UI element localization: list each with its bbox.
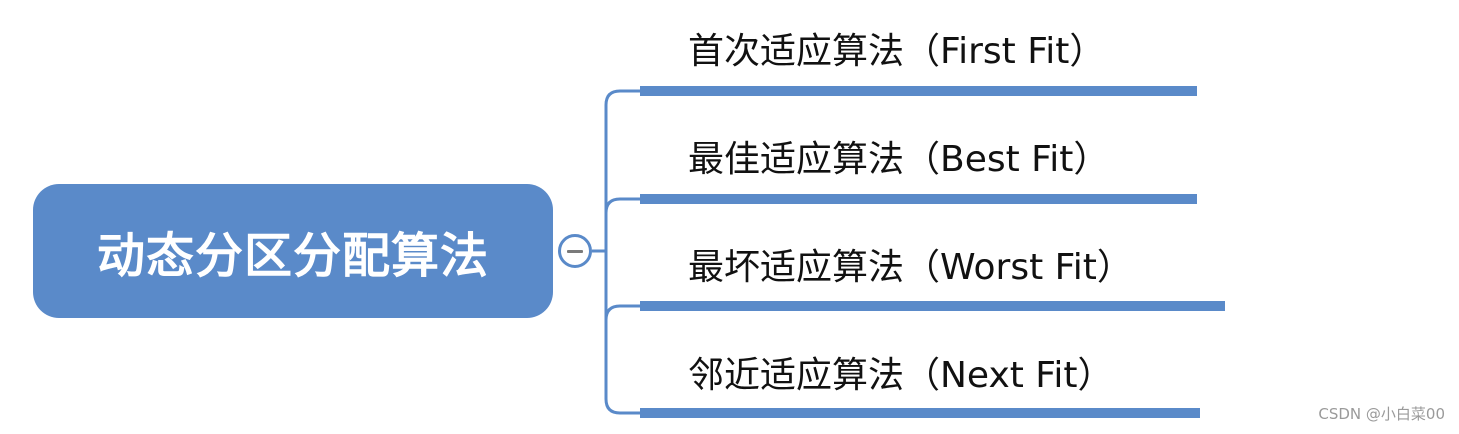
branch-underlines xyxy=(640,86,1225,418)
elbow-best-fit xyxy=(604,197,640,214)
elbow-worst-fit xyxy=(604,304,640,321)
branch-label-best-fit[interactable]: 最佳适应算法（Best Fit） xyxy=(688,139,1110,180)
underline-best-fit xyxy=(640,194,1197,204)
elbow-next-fit xyxy=(604,398,640,415)
collapse-toggle-button[interactable] xyxy=(558,234,592,268)
underline-next-fit xyxy=(640,408,1200,418)
branch-label-next-fit[interactable]: 邻近适应算法（Next Fit） xyxy=(688,355,1114,396)
branch-label-first-fit[interactable]: 首次适应算法（First Fit） xyxy=(688,31,1106,72)
minus-icon xyxy=(567,249,583,253)
underline-worst-fit xyxy=(640,301,1225,311)
root-label: 动态分区分配算法 xyxy=(96,228,489,284)
root-node[interactable]: 动态分区分配算法 xyxy=(33,184,553,318)
connector-lines xyxy=(592,89,640,415)
elbow-first-fit xyxy=(604,89,640,106)
branch-label-worst-fit[interactable]: 最坏适应算法（Worst Fit） xyxy=(688,247,1133,288)
underline-first-fit xyxy=(640,86,1197,96)
watermark: CSDN @小白菜00 xyxy=(1318,405,1445,423)
